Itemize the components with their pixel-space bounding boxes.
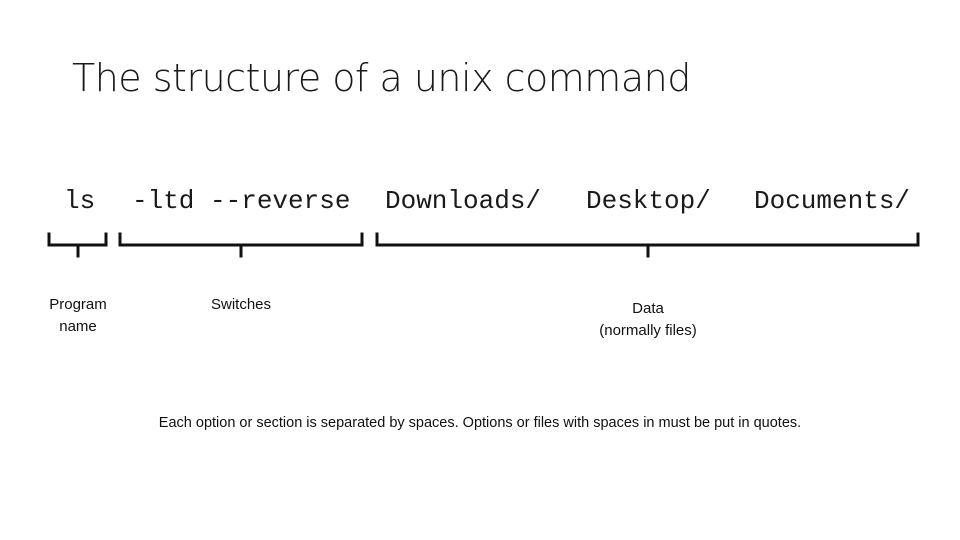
data-label-line1: Data — [632, 300, 664, 317]
command-switches: -ltd --reverse — [132, 186, 351, 216]
data-label: Data (normally files) — [578, 298, 718, 342]
program-label-line1: Program — [49, 296, 107, 313]
data-label-line2: (normally files) — [599, 322, 697, 339]
program-name-label: Program name — [38, 294, 118, 338]
data-brace — [375, 232, 920, 258]
program-brace — [47, 232, 108, 258]
spacing-note: Each option or section is separated by s… — [158, 415, 802, 431]
switches-label: Switches — [210, 296, 272, 313]
slide-title: The structure of a unix command — [72, 56, 691, 100]
switches-brace — [118, 232, 364, 258]
command-data-desktop: Desktop/ — [586, 186, 711, 216]
command-data-downloads: Downloads/ — [385, 186, 542, 216]
command-program: ls — [64, 186, 96, 216]
command-data-documents: Documents/ — [754, 186, 911, 216]
program-label-line2: name — [59, 318, 97, 335]
